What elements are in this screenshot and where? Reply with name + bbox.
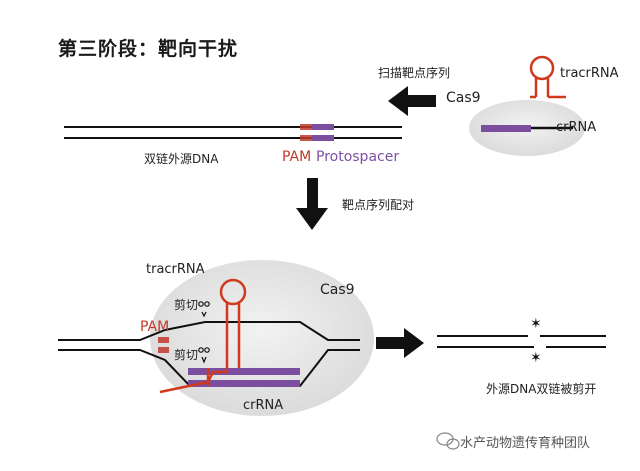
dsdna-label: 双链外源DNA	[144, 152, 219, 166]
wechat-icon	[436, 432, 460, 450]
arrow-right-icon	[376, 328, 424, 358]
break-mark-icon: ✶	[530, 350, 542, 366]
cas9-protein-bottom	[150, 260, 374, 416]
page-title: 第三阶段：靶向干扰	[58, 38, 239, 60]
cas9-label-top: Cas9	[446, 90, 481, 106]
scissors-icon	[198, 301, 210, 364]
pam-label-top: PAM	[282, 149, 312, 165]
pam-block-bottom-upper	[158, 337, 169, 343]
crrna-spacer-top	[481, 125, 531, 132]
target-pairing-label: 靶点序列配对	[342, 198, 415, 212]
protospacer-label: Protospacer	[316, 149, 400, 165]
break-mark-icon: ✶	[530, 316, 542, 332]
crrna-spacer-bottom	[188, 368, 300, 375]
scan-target-label: 扫描靶点序列	[378, 66, 451, 80]
watermark: 水产动物遗传育种团队	[460, 436, 591, 451]
arrow-left-icon	[388, 86, 436, 116]
pam-block-top	[300, 124, 312, 130]
tracrrna-bottom	[159, 278, 247, 394]
arrow-down-icon	[296, 178, 328, 230]
pam-block-bottom-lower	[158, 347, 169, 353]
cut-dna	[437, 335, 606, 348]
cut-label-1: 剪切	[174, 298, 199, 312]
crrna-label-top: crRNA	[556, 120, 597, 135]
tracrrna-top	[529, 55, 566, 99]
pam-block-top-lower	[300, 135, 312, 141]
result-label: 外源DNA双链被剪开	[486, 382, 597, 396]
cas9-label-bottom: Cas9	[320, 282, 355, 298]
protospacer-bottom	[188, 380, 300, 387]
protospacer-block-upper	[312, 124, 334, 130]
pam-label-bottom: PAM	[140, 319, 170, 335]
crrna-label-bottom: crRNA	[243, 398, 284, 413]
tracrrna-label-bottom: tracrRNA	[146, 262, 205, 277]
tracrrna-label-top: tracrRNA	[560, 66, 619, 81]
cut-label-2: 剪切	[174, 348, 199, 362]
protospacer-block-lower	[312, 135, 334, 141]
